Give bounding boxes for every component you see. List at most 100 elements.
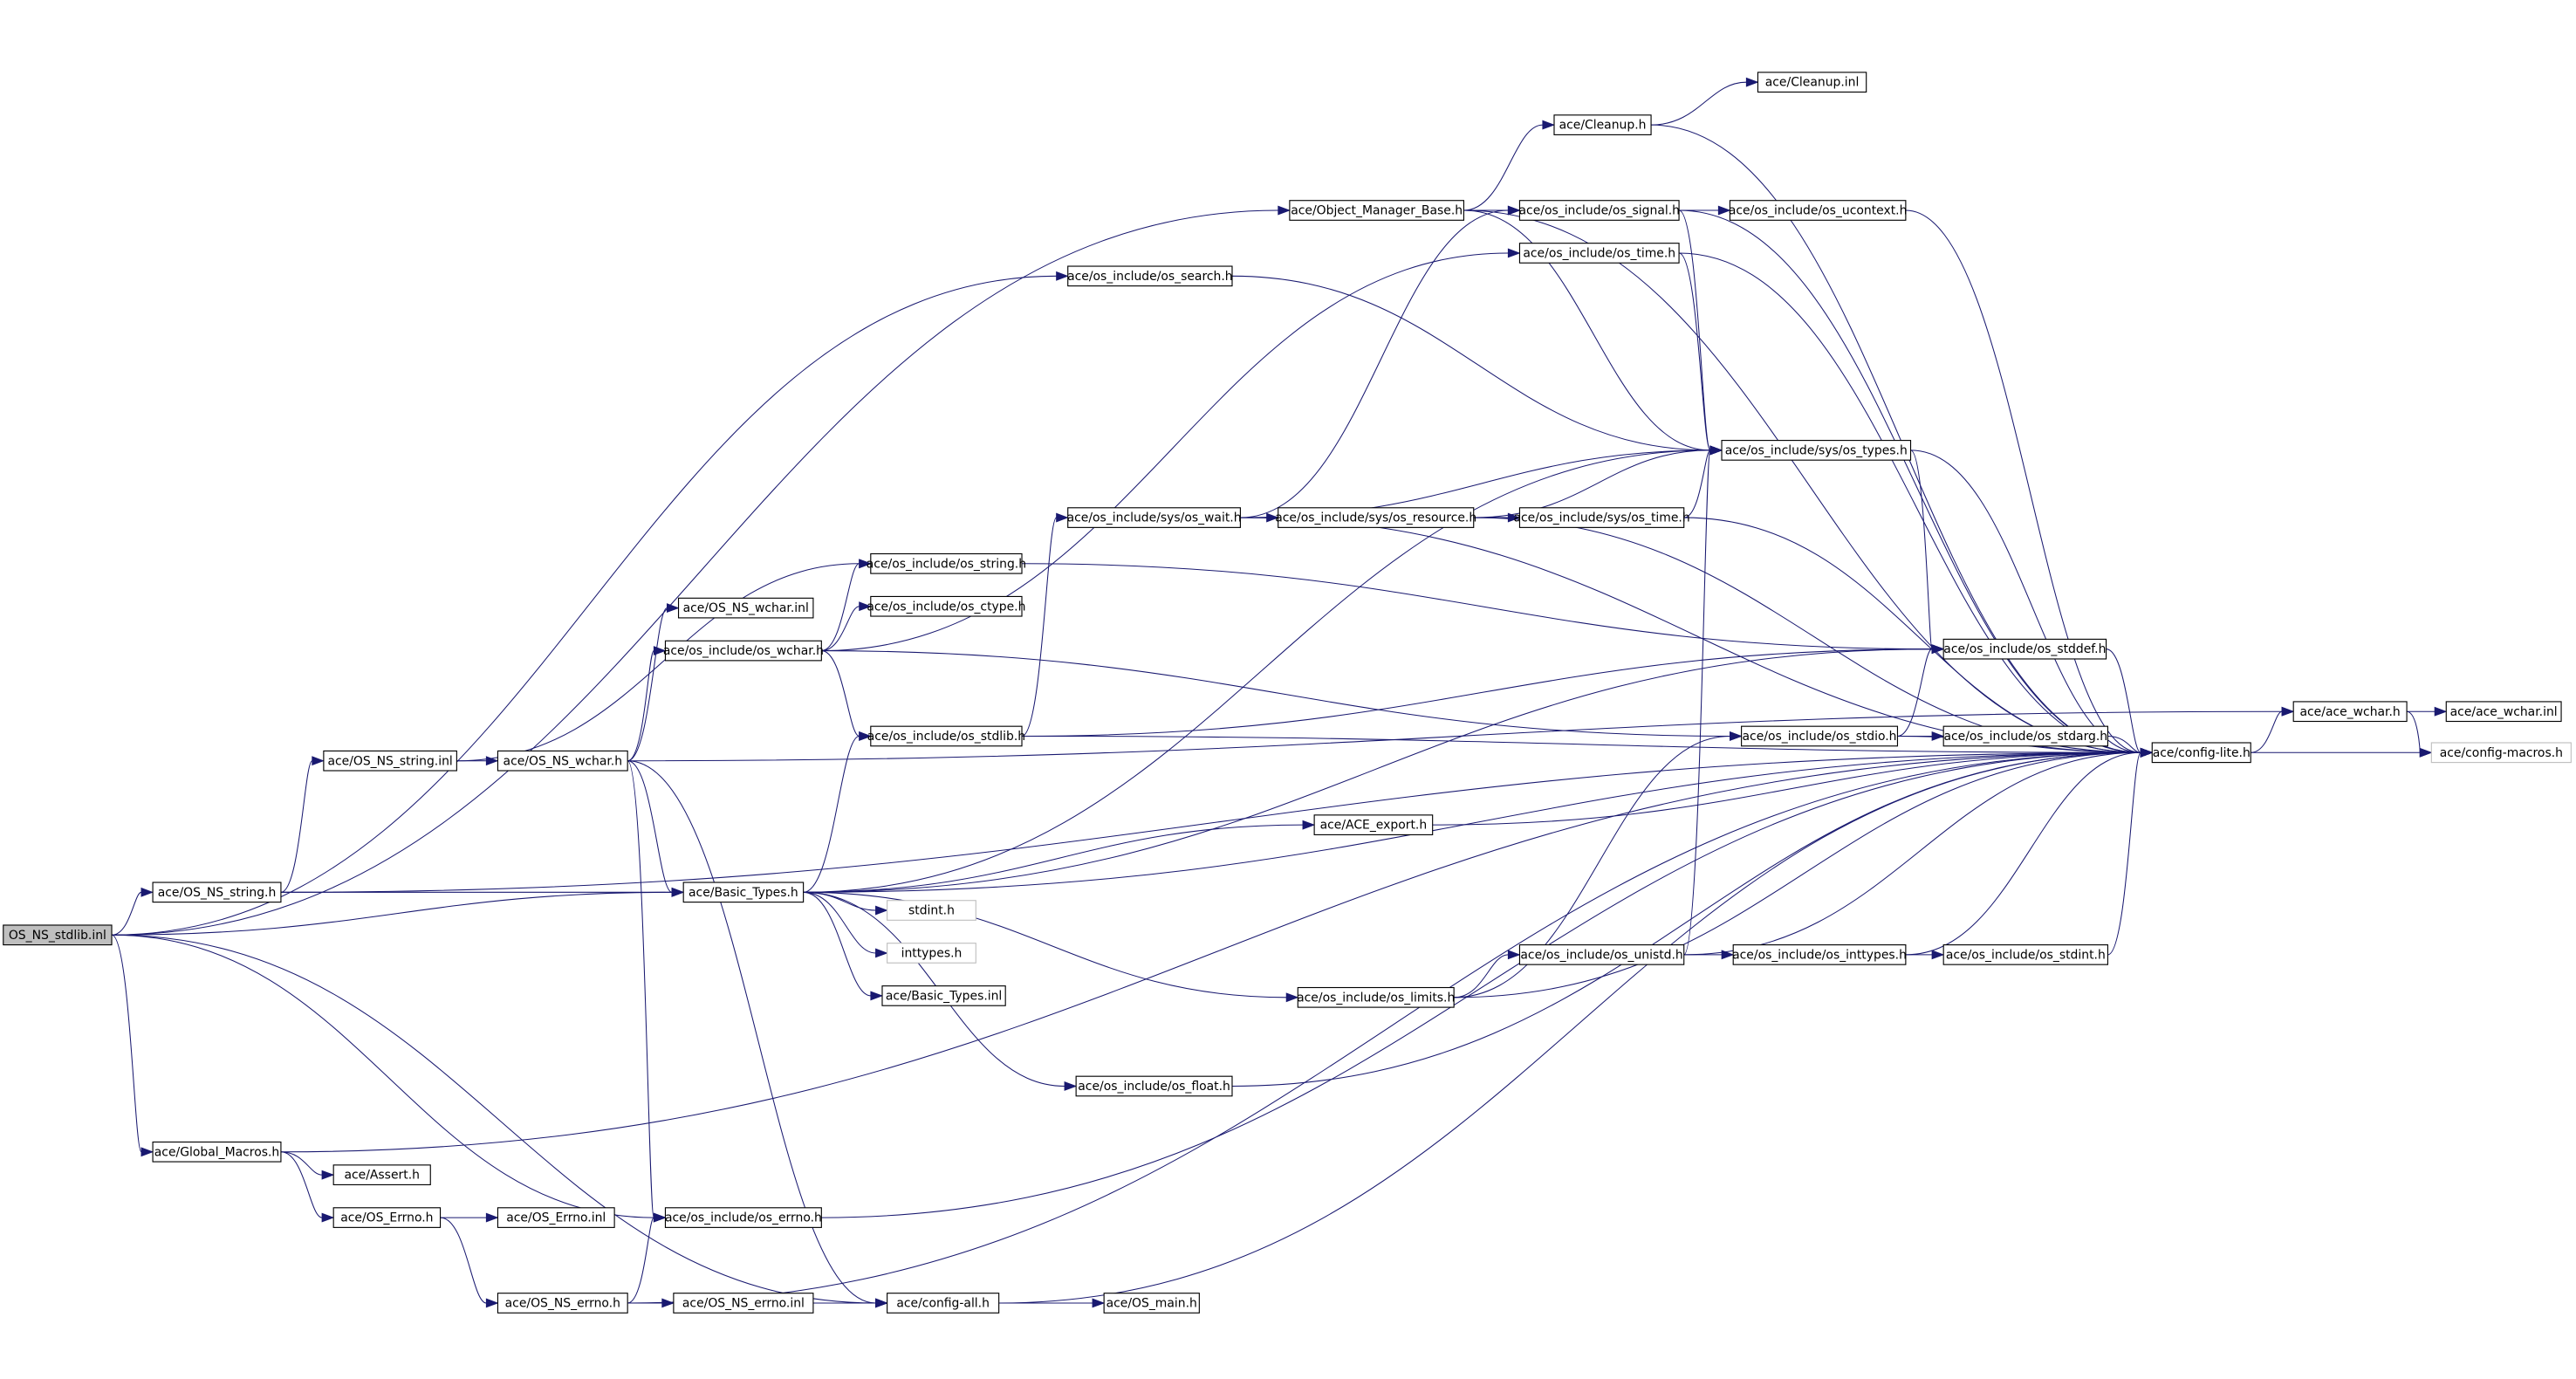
- node-label: ace/Object_Manager_Base.h: [1291, 204, 1463, 218]
- node-box: [1729, 200, 1907, 221]
- node-os-signal[interactable]: ace/os_include/os_signal.h: [1519, 200, 1680, 221]
- node-box: [2430, 742, 2572, 764]
- node-sys-os-time[interactable]: ace/os_include/sys/os_time.h: [1513, 507, 1690, 528]
- arrowhead-icon: [2281, 706, 2295, 717]
- node-box: [497, 1293, 628, 1314]
- node-label: ace/OS_NS_errno.inl: [682, 1297, 805, 1311]
- node-cleanup-h[interactable]: ace/Cleanup.h: [1553, 114, 1652, 135]
- node-box: [152, 882, 282, 903]
- edge-ns_errno_h-to-config_lite: [627, 751, 2141, 1304]
- node-basic-types-inl[interactable]: ace/Basic_Types.inl: [881, 985, 1006, 1006]
- node-box: [677, 597, 814, 619]
- node-ns-errno-inl[interactable]: ace/OS_NS_errno.inl: [673, 1293, 814, 1314]
- node-os-float[interactable]: ace/os_include/os_float.h: [1075, 1075, 1233, 1097]
- edge-os_string-to-os_stddef: [1022, 563, 1933, 650]
- node-label: ace/os_include/sys/os_time.h: [1513, 511, 1689, 525]
- edge-root-to-omb: [112, 209, 1278, 936]
- edge-root-to-global_macros: [111, 934, 142, 1153]
- node-ns-string-h[interactable]: ace/OS_NS_string.h: [152, 882, 282, 903]
- node-ns-errno-h[interactable]: ace/OS_NS_errno.h: [497, 1293, 628, 1314]
- node-os-stdio[interactable]: ace/os_include/os_stdio.h: [1741, 725, 1899, 747]
- node-os-errno-inl[interactable]: ace/OS_Errno.inl: [497, 1207, 615, 1228]
- node-label: ace/os_include/sys/os_wait.h: [1067, 511, 1242, 525]
- node-omb[interactable]: ace/Object_Manager_Base.h: [1289, 200, 1465, 221]
- node-os-stdint[interactable]: ace/os_include/os_stdint.h: [1942, 943, 2109, 965]
- edge-os_stdlib-to-os_wait: [1021, 517, 1058, 737]
- node-os-stdarg[interactable]: ace/os_include/os_stdarg.h: [1942, 725, 2109, 747]
- node-ace-wchar-inl[interactable]: ace/ace_wchar.inl: [2445, 701, 2562, 723]
- nodes-layer: OS_NS_stdlib.inl ace/OS_NS_string.h ace/Gl…: [3, 72, 2572, 1314]
- node-box: [3, 924, 113, 946]
- node-ace-wchar-h[interactable]: ace/ace_wchar.h: [2292, 701, 2408, 723]
- node-cleanup-inl[interactable]: ace/Cleanup.inl: [1757, 72, 1867, 93]
- node-label: ace/OS_NS_wchar.h: [504, 754, 623, 768]
- node-os-search[interactable]: ace/os_include/os_search.h: [1067, 265, 1233, 287]
- node-assert-h[interactable]: ace/Assert.h: [332, 1164, 431, 1185]
- node-ns-wchar-h[interactable]: ace/OS_NS_wchar.h: [497, 750, 628, 772]
- node-os-inttypes[interactable]: ace/os_include/os_inttypes.h: [1732, 943, 1907, 965]
- node-label: ace/Basic_Types.inl: [886, 989, 1002, 1003]
- node-label: ace/OS_NS_string.inl: [327, 754, 452, 768]
- node-os-wchar[interactable]: ace/os_include/os_wchar.h: [663, 640, 824, 662]
- node-label: OS_NS_stdlib.inl: [9, 929, 106, 943]
- node-os-limits[interactable]: ace/os_include/os_limits.h: [1297, 986, 1455, 1008]
- arrowhead-icon: [859, 559, 872, 569]
- node-os-time[interactable]: ace/os_include/os_time.h: [1518, 243, 1680, 264]
- node-label: ace/ACE_export.h: [1320, 819, 1428, 833]
- node-global-macros[interactable]: ace/Global_Macros.h: [152, 1141, 282, 1163]
- edge-os_wchar-to-os_stdio: [821, 650, 1730, 737]
- arrowhead-icon: [1931, 731, 1945, 741]
- node-os-types[interactable]: ace/os_include/sys/os_types.h: [1721, 440, 1912, 461]
- node-config-all[interactable]: ace/config-all.h: [887, 1293, 1000, 1314]
- node-box: [682, 882, 805, 903]
- node-label: ace/Assert.h: [344, 1169, 419, 1183]
- node-basic-types[interactable]: ace/Basic_Types.h: [682, 882, 805, 903]
- node-ns-wchar-inl[interactable]: ace/OS_NS_wchar.inl: [677, 597, 814, 619]
- edge-os_stdint-to-config_lite: [2107, 751, 2141, 956]
- node-box: [1553, 114, 1652, 135]
- node-ace-export[interactable]: ace/ACE_export.h: [1313, 814, 1434, 835]
- node-os-stddef[interactable]: ace/os_include/os_stddef.h: [1942, 638, 2107, 660]
- edge-ns_wchar_h-to-os_wchar: [627, 650, 654, 762]
- node-config-lite[interactable]: ace/config-lite.h: [2151, 742, 2251, 764]
- node-root[interactable]: OS_NS_stdlib.inl: [3, 924, 113, 946]
- arrowhead-icon: [1709, 445, 1723, 456]
- node-label: ace/os_include/os_stddef.h: [1943, 642, 2106, 656]
- node-os-string[interactable]: ace/os_include/os_string.h: [867, 552, 1026, 574]
- node-config-macros: ace/config-macros.h: [2430, 742, 2572, 764]
- edge-cleanup_h-to-cleanup_inl: [1651, 81, 1747, 126]
- node-os-errno-h[interactable]: ace/OS_Errno.h: [332, 1207, 442, 1228]
- node-os-unistd[interactable]: ace/os_include/os_unistd.h: [1518, 943, 1685, 965]
- edge-os_signal-to-config_lite: [1679, 209, 2141, 753]
- edge-os_wchar-to-os_time: [821, 252, 1509, 652]
- node-label: ace/Cleanup.inl: [1765, 76, 1860, 90]
- edge-root-to-inc_os_errno: [112, 934, 654, 1218]
- node-box: [1732, 943, 1907, 965]
- edges-layer: [111, 77, 2448, 1308]
- node-box: [1942, 725, 2109, 747]
- node-ns-string-inl[interactable]: ace/OS_NS_string.inl: [323, 750, 457, 772]
- node-inttypes: inttypes.h: [887, 943, 976, 964]
- node-os-ucontext[interactable]: ace/os_include/os_ucontext.h: [1729, 200, 1908, 221]
- node-os-resource[interactable]: ace/os_include/sys/os_resource.h: [1275, 507, 1476, 528]
- edge-os_stdio-to-os_stddef: [1897, 648, 1933, 737]
- edge-os_inttypes-to-config_lite: [1905, 751, 2141, 956]
- node-box: [1518, 943, 1685, 965]
- edge-os_resource-to-os_types: [1473, 449, 1710, 518]
- arrowhead-icon: [485, 1298, 499, 1308]
- edge-root-to-ns_string_h: [111, 891, 142, 936]
- node-box: [870, 552, 1023, 574]
- edge-os_stdarg-to-config_lite: [2107, 735, 2141, 753]
- edge-os_limits-to-os_unistd: [1454, 954, 1509, 998]
- edge-ace_wchar_h-to-config_macros: [2406, 710, 2421, 753]
- node-os-ctype[interactable]: ace/os_include/os_ctype.h: [867, 595, 1025, 617]
- node-box: [673, 1293, 814, 1314]
- node-os-stdlib[interactable]: ace/os_include/os_stdlib.h: [867, 725, 1025, 747]
- edge-config_all-to-config_lite: [998, 751, 2141, 1304]
- node-os-wait[interactable]: ace/os_include/sys/os_wait.h: [1067, 507, 1242, 528]
- arrowhead-icon: [875, 1298, 888, 1308]
- node-os-main[interactable]: ace/OS_main.h: [1103, 1293, 1200, 1314]
- node-inc-os-errno[interactable]: ace/os_include/os_errno.h: [664, 1207, 822, 1228]
- node-box: [332, 1207, 442, 1228]
- node-label: ace/Global_Macros.h: [154, 1145, 279, 1159]
